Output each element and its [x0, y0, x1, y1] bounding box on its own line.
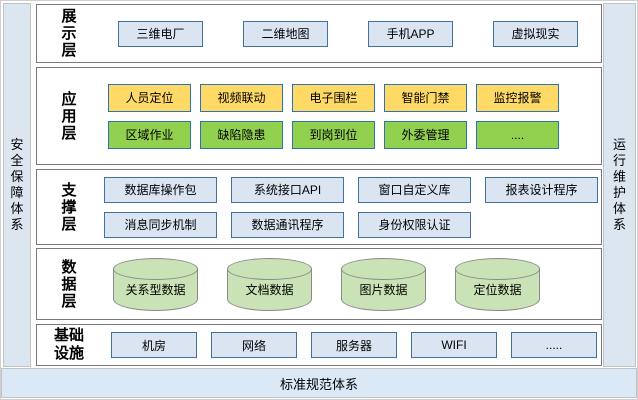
node-server: 服务器: [311, 332, 397, 358]
cylinder-positioning-data: 定位数据: [455, 257, 540, 311]
layer-support: 支撑层 数据库操作包 系统接口API 窗口自定义库 报表设计程序 消息同步机制 …: [36, 169, 602, 245]
layer-data: 数据层 关系型数据 文档数据 图片数据 定位数据: [36, 248, 602, 320]
node-identity-auth: 身份权限认证: [358, 211, 471, 238]
layer-presentation: 展示层 三维电厂 二维地图 手机APP 虚拟现实: [36, 4, 602, 63]
layer-data-label: 数据层: [61, 258, 77, 310]
pillar-operation-maintenance: 运行维护体系: [603, 3, 636, 367]
node-defect-hazard: 缺陷隐患: [200, 120, 283, 149]
support-row-2: 消息同步机制 数据通讯程序 身份权限认证: [101, 211, 601, 238]
layer-presentation-content: 三维电厂 二维地图 手机APP 虚拟现实: [101, 5, 601, 62]
node-report-designer: 报表设计程序: [485, 176, 598, 203]
node-monitor-alarm: 监控报警: [476, 83, 559, 112]
layer-infrastructure-content: 机房 网络 服务器 WIFI .....: [101, 325, 601, 365]
node-system-api: 系统接口API: [231, 176, 344, 203]
layer-application: 应用层 人员定位 视频联动 电子围栏 智能门禁 监控报警 区域作业 缺陷隐患 到…: [36, 67, 602, 165]
pillar-standards: 标准规范体系: [1, 368, 637, 398]
pillar-security-label: 安全保障体系: [10, 137, 24, 232]
node-outsourcing-mgmt: 外委管理: [384, 120, 467, 149]
data-row: 关系型数据 文档数据 图片数据 定位数据: [101, 257, 601, 311]
node-network: 网络: [211, 332, 297, 358]
node-data-comm: 数据通讯程序: [231, 211, 344, 238]
layer-application-label: 应用层: [61, 90, 77, 142]
node-app-more: ....: [476, 120, 559, 149]
layer-presentation-label: 展示层: [61, 8, 77, 59]
cylinder-image-data: 图片数据: [341, 257, 426, 311]
node-3d-plant: 三维电厂: [118, 20, 203, 47]
support-row-1: 数据库操作包 系统接口API 窗口自定义库 报表设计程序: [101, 176, 601, 203]
node-area-operation: 区域作业: [108, 120, 191, 149]
layer-infrastructure: 基础设施 机房 网络 服务器 WIFI .....: [36, 324, 602, 366]
application-row-1: 人员定位 视频联动 电子围栏 智能门禁 监控报警: [101, 83, 601, 112]
pillar-security-assurance: 安全保障体系: [3, 3, 31, 367]
node-mobile-app: 手机APP: [368, 20, 453, 47]
node-machine-room: 机房: [111, 332, 197, 358]
node-electronic-fence: 电子围栏: [292, 83, 375, 112]
node-on-duty: 到岗到位: [292, 120, 375, 149]
node-infra-more: .....: [511, 332, 597, 358]
layer-support-label: 支撑层: [61, 181, 77, 233]
infrastructure-row: 机房 网络 服务器 WIFI .....: [101, 332, 601, 358]
layer-infrastructure-label: 基础设施: [53, 327, 84, 362]
layer-support-content: 数据库操作包 系统接口API 窗口自定义库 报表设计程序 消息同步机制 数据通讯…: [101, 170, 601, 244]
node-virtual-reality: 虚拟现实: [493, 20, 578, 47]
node-message-sync: 消息同步机制: [104, 211, 217, 238]
pillar-operation-label: 运行维护体系: [612, 137, 626, 232]
layer-data-content: 关系型数据 文档数据 图片数据 定位数据: [101, 249, 601, 319]
layer-application-content: 人员定位 视频联动 电子围栏 智能门禁 监控报警 区域作业 缺陷隐患 到岗到位 …: [101, 68, 601, 164]
node-window-custom-lib: 窗口自定义库: [358, 176, 471, 203]
pillar-standards-label: 标准规范体系: [279, 376, 358, 392]
node-smart-access: 智能门禁: [384, 83, 467, 112]
node-wifi: WIFI: [411, 332, 497, 358]
node-personnel-positioning: 人员定位: [108, 83, 191, 112]
node-db-operation-pkg: 数据库操作包: [104, 176, 217, 203]
node-video-linkage: 视频联动: [200, 83, 283, 112]
cylinder-document-data: 文档数据: [227, 257, 312, 311]
cylinder-relational-data: 关系型数据: [113, 257, 198, 311]
application-row-2: 区域作业 缺陷隐患 到岗到位 外委管理 ....: [101, 120, 601, 149]
node-2d-map: 二维地图: [243, 20, 328, 47]
presentation-row: 三维电厂 二维地图 手机APP 虚拟现实: [101, 20, 601, 47]
